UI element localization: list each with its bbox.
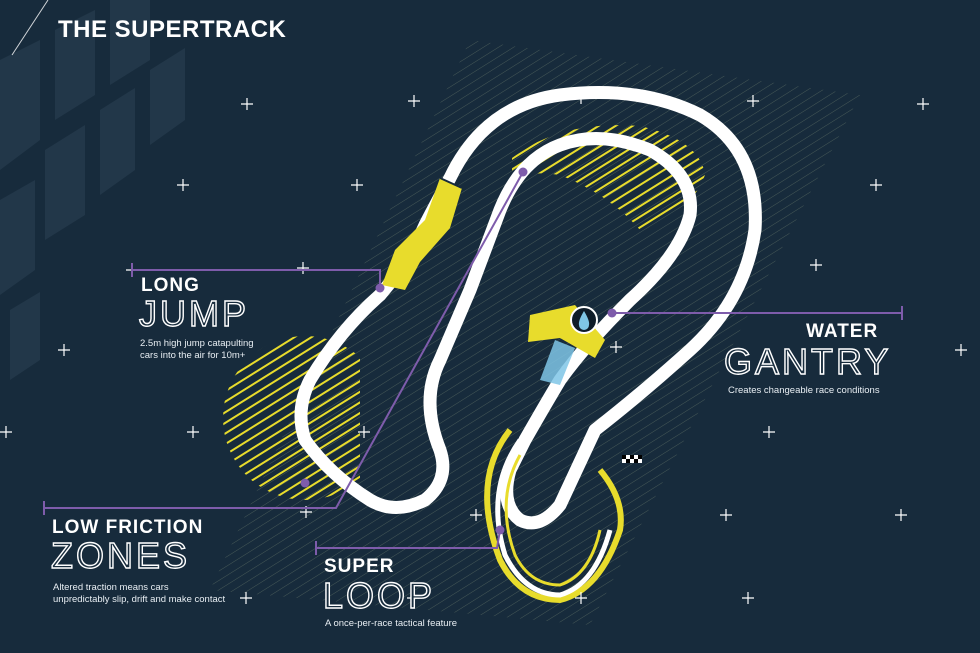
main-track [294,86,762,530]
water-gantry-description: Creates changeable race conditions [728,385,880,396]
low-friction-heading-line1: LOW FRICTION [52,517,204,538]
background-buildings [0,0,185,380]
water-gantry-heading-line2: GANTRY [723,341,892,382]
super-loop-heading-line1: SUPER [324,556,395,577]
callout-dots [300,167,617,535]
long-jump-description: 2.5m high jump catapulting cars into the… [140,338,254,361]
super-loop-track [495,438,613,598]
callout-lines [43,171,903,555]
low-friction-heading-line2: ZONES [50,535,191,576]
water-gantry-heading-line1: WATER [806,321,879,342]
super-loop-heading-line2: LOOP [322,575,436,616]
super-loop-outer [484,428,624,604]
long-jump-ramp [382,178,462,290]
long-jump-heading-line1: LONG [141,275,200,296]
water-gantry [528,305,605,385]
super-loop-inner [504,454,602,587]
low-friction-description: Altered traction means cars unpredictabl… [53,582,226,605]
super-loop-description: A once-per-race tactical feature [325,618,458,629]
page-title: THE SUPERTRACK [58,16,287,43]
chequered-flag-icon [622,455,642,463]
long-jump-heading-line2: JUMP [138,293,249,334]
